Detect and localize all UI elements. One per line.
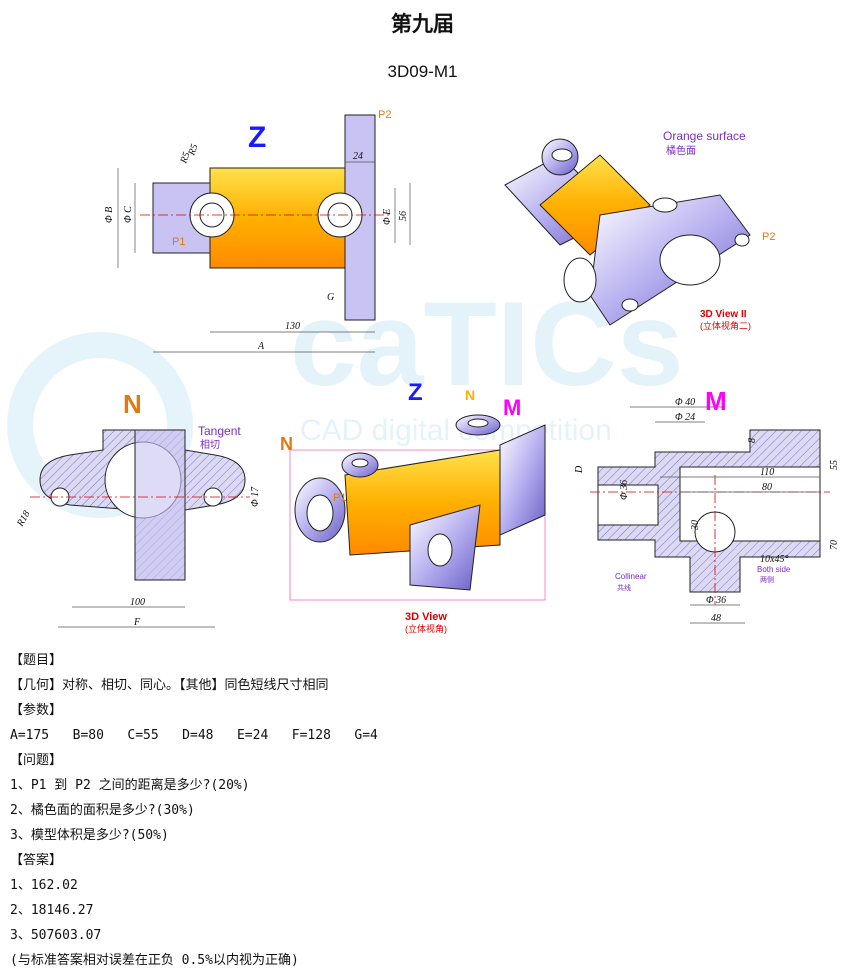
dim-d: D xyxy=(574,465,585,474)
question-3: 3、模型体积是多少?(50%) xyxy=(10,828,169,843)
n-label-3d-b: N xyxy=(465,387,475,403)
dim-130: 130 xyxy=(285,321,300,332)
section-view-m: Φ 40 Φ 24 8 55 D 110 80 Φ 36 30 70 10x45… xyxy=(574,386,840,624)
view-3d: Z N N M P1 3D View (立体视角) xyxy=(280,379,546,634)
p1-label-3d: P1 xyxy=(333,492,346,504)
dim-phi-36-a: Φ 36 xyxy=(619,480,630,500)
tangent-label: Tangent xyxy=(198,424,241,438)
dim-55: 55 xyxy=(829,460,840,470)
dim-phi-36-b: Φ 36 xyxy=(706,595,726,606)
dim-r18: R18 xyxy=(15,509,33,529)
collinear-label-cn: 共线 xyxy=(617,583,631,592)
answers-heading: 【答案】 xyxy=(10,853,63,868)
params-line: A=175 B=80 C=55 D=48 E=24 F=128 G=4 xyxy=(10,728,378,743)
n-label-side: N xyxy=(123,389,142,419)
z-label-front: Z xyxy=(248,121,266,154)
p2-label-3d: P2 xyxy=(762,231,775,243)
m-label-3d: M xyxy=(503,395,521,420)
answer-1: 1、162.02 xyxy=(10,878,78,893)
dim-f: F xyxy=(133,617,141,628)
dim-phi-c: Φ C xyxy=(123,206,134,223)
answer-3: 3、507603.07 xyxy=(10,928,102,943)
watermark-sub: CAD digital competition xyxy=(300,414,612,447)
orange-surface-label: Orange surface xyxy=(663,129,746,143)
dim-r5-b: R5 xyxy=(178,151,192,166)
params-heading: 【参数】 xyxy=(10,703,63,718)
tolerance-note: (与标准答案相对误差在正负 0.5%以内视为正确) xyxy=(10,953,299,968)
dim-48: 48 xyxy=(711,613,721,624)
dim-phi-17: Φ 17 xyxy=(250,486,261,507)
n-label-3d: N xyxy=(280,434,293,454)
problem-text: 【题目】 【几何】对称、相切、同心。【其他】同色短线尺寸相同 【参数】 A=17… xyxy=(10,648,835,973)
front-view: R5 R5 24 Φ B Φ C Φ E 56 G 130 A Z P1 P2 xyxy=(104,109,411,353)
z-label-3d: Z xyxy=(408,379,423,406)
questions-heading: 【问题】 xyxy=(10,753,63,768)
geometry-line: 【几何】对称、相切、同心。【其他】同色短线尺寸相同 xyxy=(10,678,329,693)
p2-label-front: P2 xyxy=(378,109,391,121)
question-1: 1、P1 到 P2 之间的距离是多少?(20%) xyxy=(10,778,250,793)
view3d-label: 3D View xyxy=(405,611,447,623)
view2-label: 3D View II xyxy=(700,309,747,320)
dim-r5-a: R5 xyxy=(186,143,200,158)
dim-phi-40: Φ 40 xyxy=(675,397,695,408)
dim-phi-b: Φ B xyxy=(104,207,115,223)
dim-110: 110 xyxy=(760,467,774,478)
dim-g: G xyxy=(327,292,334,303)
collinear-label: Collinear xyxy=(615,572,647,581)
page-title: 第九届 xyxy=(391,12,454,36)
dim-80: 80 xyxy=(762,482,772,493)
dim-30: 30 xyxy=(690,520,701,531)
dim-10x45: 10x45° xyxy=(760,554,788,565)
dim-phi-e: Φ E xyxy=(382,209,393,225)
question-2: 2、橘色面的面积是多少?(30%) xyxy=(10,803,195,818)
dim-24: 24 xyxy=(353,151,363,162)
dim-phi-24: Φ 24 xyxy=(675,412,695,423)
side-view-n: R18 Φ 17 100 F N Tangent 相切 xyxy=(15,389,261,628)
tangent-label-cn: 相切 xyxy=(200,438,220,451)
topic-heading: 【题目】 xyxy=(10,653,63,668)
orange-surface-label-cn: 橘色面 xyxy=(666,144,696,157)
model-code: 3D09-M1 xyxy=(387,62,458,81)
dim-56: 56 xyxy=(398,211,409,221)
answer-2: 2、18146.27 xyxy=(10,903,94,918)
dim-8: 8 xyxy=(747,438,758,443)
view-3d-ii: Orange surface 橘色面 P2 3D View II (立体视角二) xyxy=(504,129,775,331)
view2-label-cn: (立体视角二) xyxy=(700,320,751,331)
m-label-section: M xyxy=(705,386,727,416)
both-side-label: Both side xyxy=(757,565,791,574)
p1-label-front: P1 xyxy=(172,236,185,248)
dim-100: 100 xyxy=(130,597,145,608)
dim-a: A xyxy=(257,341,265,352)
both-side-label-cn: 两侧 xyxy=(760,575,774,584)
technical-drawing: caTICs CAD digital competition R5 R5 24 … xyxy=(7,109,840,634)
view3d-label-cn: (立体视角) xyxy=(405,623,447,634)
dim-70: 70 xyxy=(829,540,840,550)
